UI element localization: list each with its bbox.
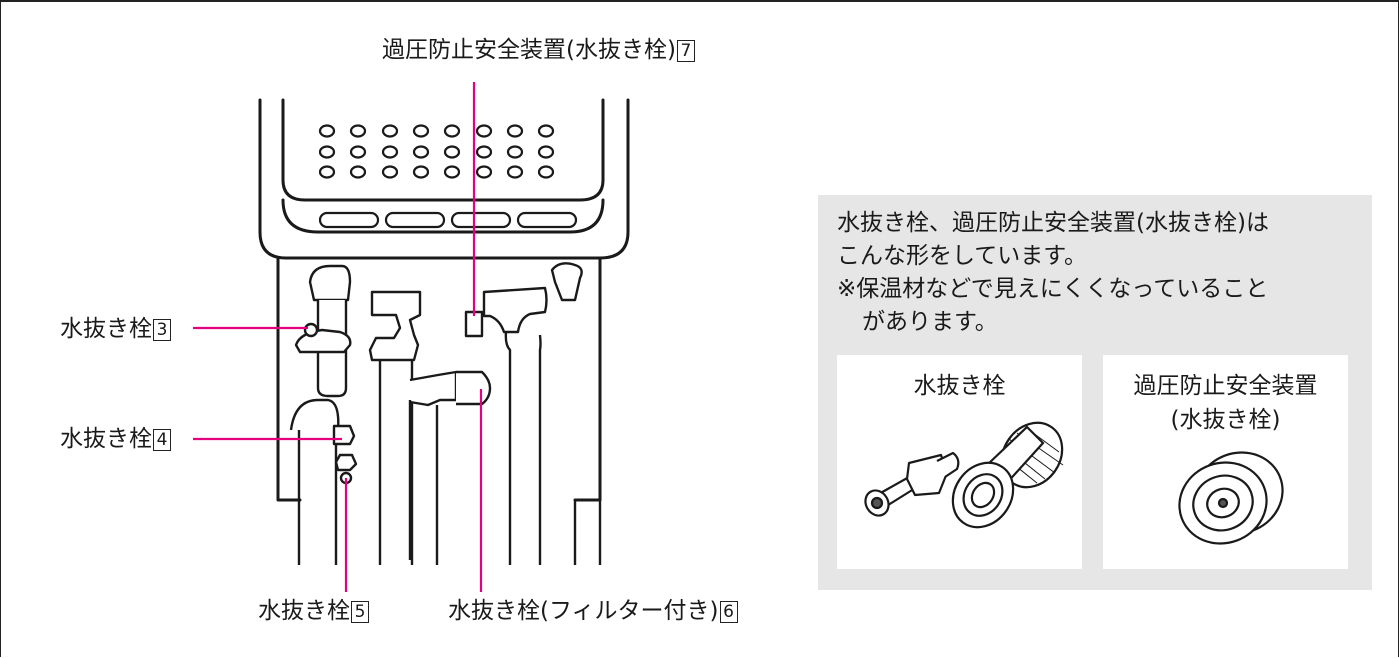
label-number: 4: [153, 429, 171, 451]
mesh-filter-plug-icon: [951, 421, 1064, 529]
label-number: 3: [153, 319, 171, 341]
card-title: 水抜き栓: [913, 373, 1006, 399]
info-panel: 水抜き栓、過圧防止安全装置(水抜き栓)は こんな形をしています。 ※保温材などで…: [818, 195, 1372, 590]
label-text: 水抜き栓: [60, 316, 152, 342]
info-note-cont: があります。: [862, 309, 998, 335]
label-text: 水抜き栓: [60, 426, 152, 452]
card-title-line2: (水抜き栓): [1170, 407, 1281, 433]
water-heater-illustration: [193, 82, 630, 592]
label-text: 水抜き栓: [258, 598, 350, 624]
label-text: 過圧防止安全装置(水抜き栓): [382, 37, 676, 63]
label-number: 6: [719, 601, 738, 623]
safety-valve-card: 過圧防止安全装置 (水抜き栓): [1103, 355, 1348, 569]
card-title-line1: 過圧防止安全装置: [1133, 373, 1318, 399]
label-text: 水抜き栓(フィルター付き): [448, 598, 719, 624]
label-number: 5: [351, 601, 369, 623]
drain-plug-card: 水抜き栓: [837, 355, 1082, 569]
safety-valve-icon: [1178, 451, 1284, 545]
info-line: 水抜き栓、過圧防止安全装置(水抜き栓)は: [837, 210, 1269, 236]
card-title: 過圧防止安全装置 (水抜き栓): [1103, 369, 1348, 437]
info-line: こんな形をしています。: [837, 243, 1088, 269]
info-text: 水抜き栓、過圧防止安全装置(水抜き栓)は こんな形をしています。 ※保温材などで…: [837, 207, 1269, 339]
label-drain-filter-6: 水抜き栓(フィルター付き)6: [448, 597, 738, 625]
label-number: 7: [676, 40, 695, 62]
drain-plug-icon: [864, 421, 1064, 529]
label-overpressure-valve-7: 過圧防止安全装置(水抜き栓)7: [382, 36, 695, 64]
info-note: ※保温材などで見えにくくなっていること: [837, 276, 1269, 302]
